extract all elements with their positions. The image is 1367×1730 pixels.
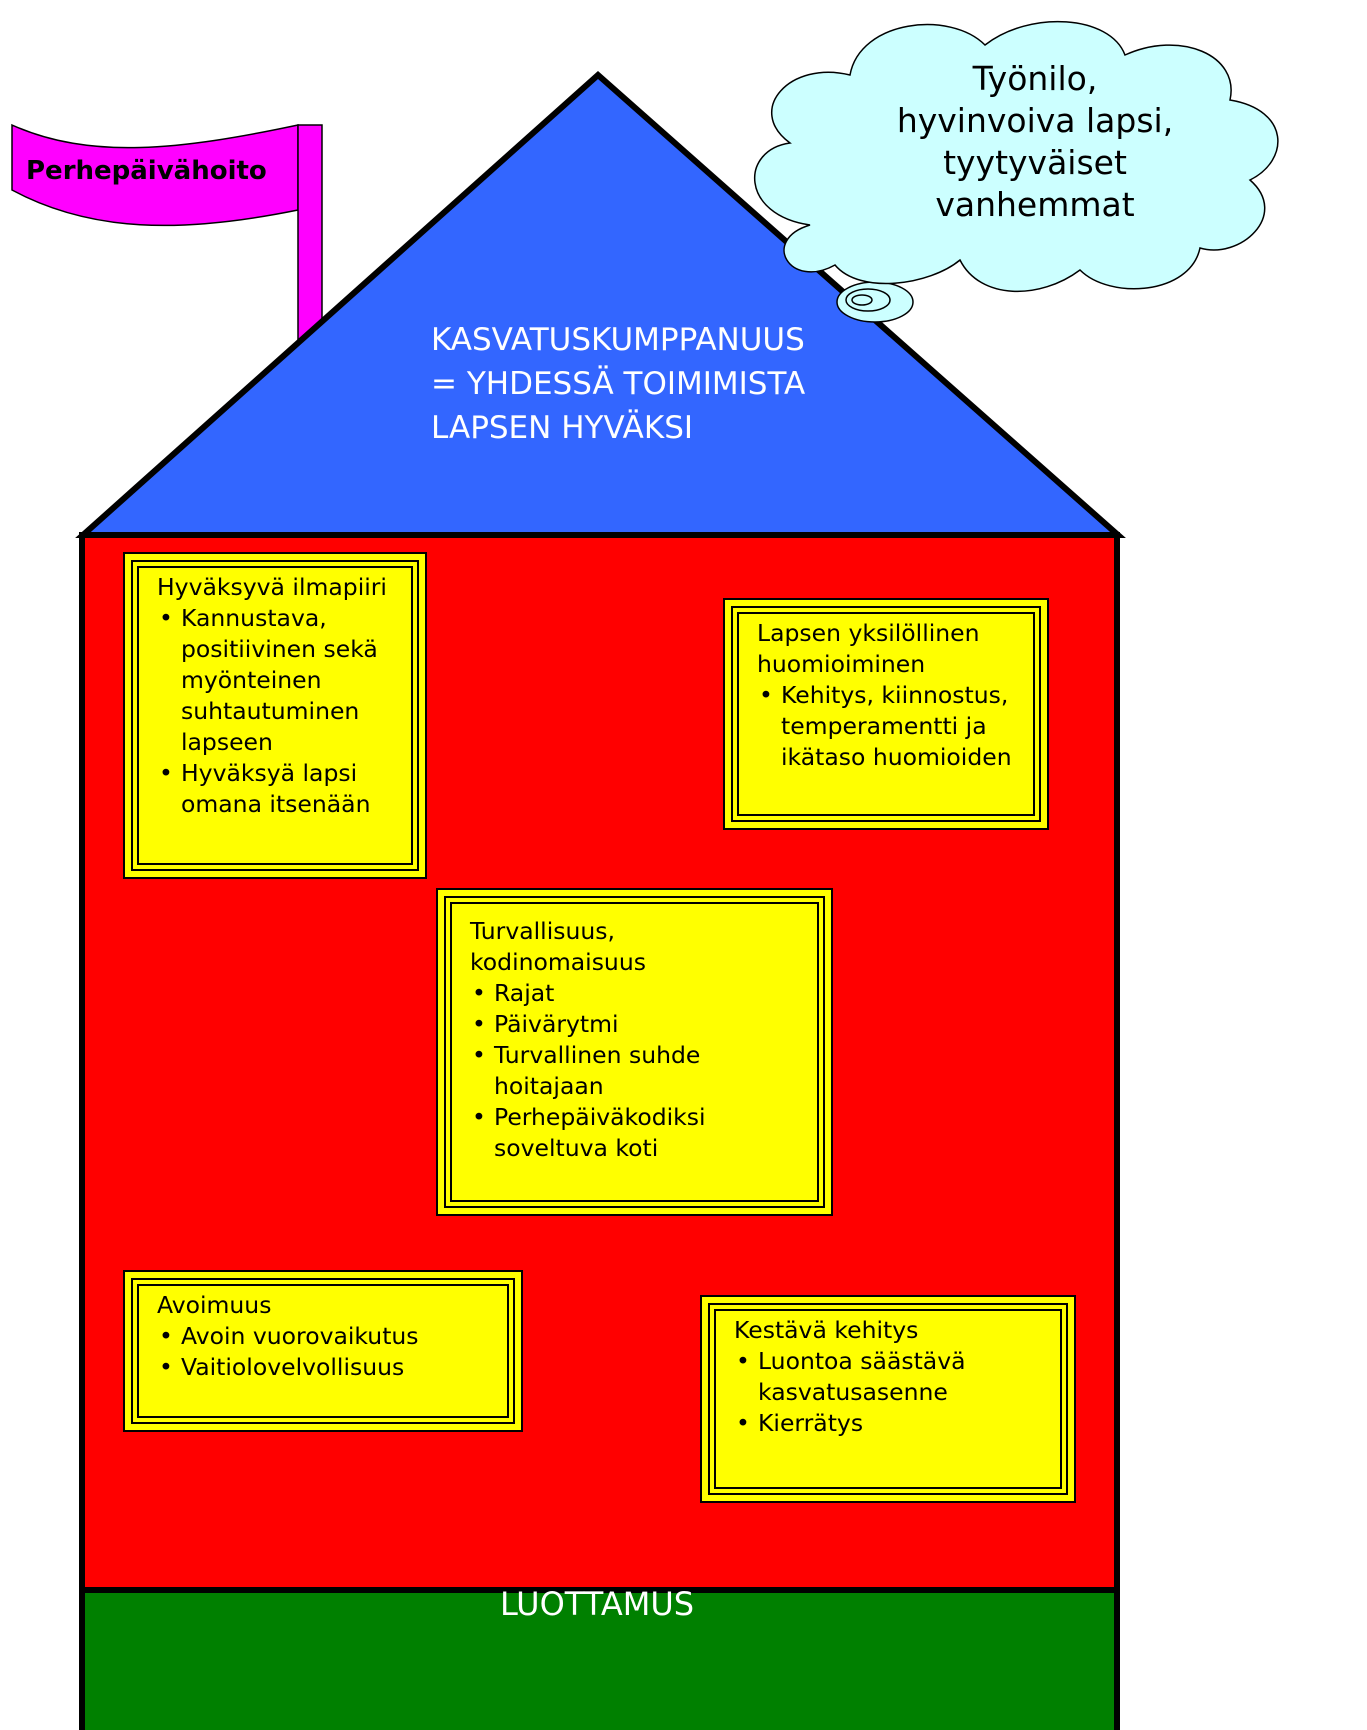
list-item: Rajat bbox=[470, 978, 817, 1009]
cloud-text: Työnilo, hyvinvoiva lapsi, tyytyväiset v… bbox=[880, 58, 1190, 226]
box-kestava-kehitys: Kestävä kehitys Luontoa säästävä kasvatu… bbox=[700, 1295, 1076, 1503]
cloud-line-4: vanhemmat bbox=[935, 185, 1135, 224]
flag-pole bbox=[297, 124, 323, 342]
roof-text: KASVATUSKUMPPANUUS = YHDESSÄ TOIMIMISTA … bbox=[431, 318, 805, 450]
list-item: Hyväksyä lapsi omana itsenään bbox=[157, 758, 386, 820]
box-turvallisuus: Turvallisuus, kodinomaisuus Rajat Päivär… bbox=[436, 888, 833, 1216]
box-title-line-1: Turvallisuus, bbox=[470, 917, 615, 945]
foundation bbox=[79, 1587, 1120, 1730]
list-item: Kehitys, kiinnostus, temperamentti ja ik… bbox=[757, 680, 1026, 773]
box-title: Hyväksyvä ilmapiiri bbox=[157, 573, 387, 601]
thought-cloud bbox=[754, 20, 1279, 323]
roof-line-3: LAPSEN HYVÄKSI bbox=[431, 410, 694, 446]
box-title-line-2: kodinomaisuus bbox=[470, 948, 646, 976]
list-item: Kierrätys bbox=[734, 1408, 1060, 1439]
foundation-label: LUOTTAMUS bbox=[499, 1585, 695, 1623]
cloud-line-3: tyytyväiset bbox=[943, 143, 1127, 182]
list-item: Luontoa säästävä kasvatusasenne bbox=[734, 1346, 988, 1408]
roof-line-2: = YHDESSÄ TOIMIMISTA bbox=[431, 366, 806, 402]
list-item: Perhepäiväkodiksi soveltuva koti bbox=[470, 1102, 739, 1164]
box-title: Kestävä kehitys bbox=[734, 1316, 919, 1344]
box-avoimuus: Avoimuus Avoin vuorovaikutus Vaitiolovel… bbox=[123, 1270, 523, 1432]
box-title-line-2: huomioiminen bbox=[757, 650, 926, 678]
list-item: Avoin vuorovaikutus bbox=[157, 1321, 507, 1352]
list-item: Vaitiolovelvollisuus bbox=[157, 1352, 507, 1383]
roof-line-1: KASVATUSKUMPPANUUS bbox=[431, 322, 805, 358]
box-hyvaksyva-ilmapiiri: Hyväksyvä ilmapiiri Kannustava, positiiv… bbox=[123, 552, 427, 879]
box-title: Avoimuus bbox=[157, 1291, 272, 1319]
flag-label: Perhepäivähoito bbox=[26, 156, 267, 186]
box-title-line-1: Lapsen yksilöllinen bbox=[757, 619, 980, 647]
cloud-line-1: Työnilo, bbox=[972, 59, 1098, 98]
cloud-bubble-dot bbox=[851, 294, 873, 306]
list-item: Kannustava, positiivinen sekä myönteinen… bbox=[157, 603, 386, 758]
cloud-body bbox=[754, 20, 1279, 293]
cloud-line-2: hyvinvoiva lapsi, bbox=[896, 101, 1174, 140]
list-item: Päivärytmi bbox=[470, 1009, 817, 1040]
list-item: Turvallinen suhde hoitajaan bbox=[470, 1040, 739, 1102]
box-lapsen-yksilollinen: Lapsen yksilöllinen huomioiminen Kehitys… bbox=[723, 598, 1049, 830]
